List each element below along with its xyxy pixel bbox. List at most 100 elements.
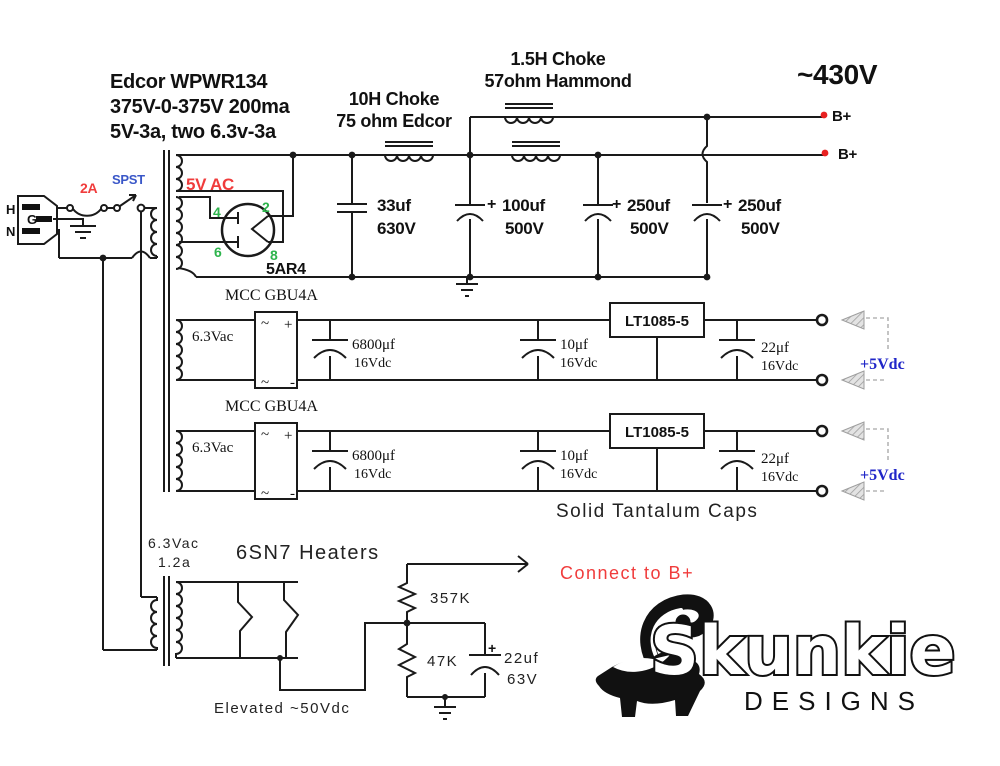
bridge-row1-minus: - <box>290 375 295 391</box>
cap-out-row2-voltage: 16Vdc <box>761 470 798 485</box>
bridge-row2-plus: + <box>284 428 292 444</box>
heater-elements <box>176 581 300 659</box>
cap1-voltage-label: 630V <box>377 219 416 238</box>
main-transformer-symbol <box>150 150 183 492</box>
cap1-value-label: 33uf <box>377 196 411 215</box>
transformer-spec-line1: Edcor WPWR134 <box>110 71 268 93</box>
cap4-voltage-label: 500V <box>741 219 780 238</box>
filter-cap-250uf-1-symbol <box>583 155 613 277</box>
divider-357k-symbol <box>396 555 529 623</box>
winding-5v-label: 5V AC <box>186 175 234 194</box>
heater-section-title: 6SN7 Heaters <box>236 542 380 564</box>
bridge-row2-minus: - <box>290 486 295 502</box>
bias-cap-22uf-symbol <box>469 623 501 697</box>
choke2-label-line1: 1.5H Choke <box>510 49 605 69</box>
cap-mid-row1-voltage: 16Vdc <box>560 356 597 371</box>
tube-pin6-label: 6 <box>214 244 222 260</box>
bridge-row1-ac-top: ~ <box>261 316 269 332</box>
plug-pin-hot-label: H <box>6 202 15 217</box>
bplus-top-label: B+ <box>832 108 852 125</box>
filter-cap-33uf-symbol <box>337 155 367 277</box>
cap3-voltage-label: 500V <box>630 219 669 238</box>
plug-pin-ground-label: G <box>27 212 37 227</box>
cap2-polarity-mark: + <box>487 196 496 213</box>
resistor-47k-label: 47K <box>427 653 458 670</box>
cap-in-row2-value: 6800μf <box>352 448 395 464</box>
switch-type-label: SPST <box>112 172 145 187</box>
output-row1-label: +5Vdc <box>860 356 905 373</box>
bridge-part-row2-label: MCC GBU4A <box>225 398 318 415</box>
output-voltage-label: ~430V <box>797 59 878 90</box>
cap3-polarity-mark: + <box>612 196 621 213</box>
bridge-rectifier-row2 <box>254 422 298 500</box>
winding-row1-label: 6.3Vac <box>192 329 234 345</box>
output-arrow-row1-top <box>840 310 865 330</box>
logo-tagline-text: DESIGNS <box>744 686 924 716</box>
cap-mid-row2-value: 10μf <box>560 448 588 464</box>
bridge-row2-ac-top: ~ <box>261 427 269 443</box>
choke1-label-line2: 75 ohm Edcor <box>336 111 452 131</box>
cap2-voltage-label: 500V <box>505 219 544 238</box>
tube-pin8-label: 8 <box>270 247 278 263</box>
choke-10h-symbol <box>384 141 434 162</box>
cap4-value-label: 250uf <box>738 196 782 215</box>
logo-brand-text: Skunkie <box>650 612 956 691</box>
winding-row2-label: 6.3Vac <box>192 440 234 456</box>
choke-1p5h-symbol <box>504 103 561 162</box>
bridge-row2-ac-bottom: ~ <box>261 486 269 502</box>
mains-ground <box>53 218 96 239</box>
rectifier-tube-symbol <box>176 151 297 278</box>
regulator-row1-label: LT1085-5 <box>625 313 689 330</box>
hv-ground-rail <box>196 113 711 297</box>
divider-47k-symbol <box>396 623 485 720</box>
plug-pin-neutral-label: N <box>6 224 15 239</box>
dc5-row1-wiring <box>177 302 889 390</box>
bridge-part-row1-label: MCC GBU4A <box>225 287 318 304</box>
regulator-row2-label: LT1085-5 <box>625 424 689 441</box>
cap-mid-row2-voltage: 16Vdc <box>560 467 597 482</box>
heater-winding-voltage-label: 6.3Vac <box>148 535 200 551</box>
bias-cap-polarity-mark: + <box>488 640 496 656</box>
bplus-terminals <box>820 111 829 157</box>
cap4-polarity-mark: + <box>723 196 732 213</box>
cap-out-row1-voltage: 16Vdc <box>761 359 798 374</box>
heater-transformer-symbol <box>150 576 183 666</box>
skunkie-logo-art <box>595 594 714 717</box>
heater-winding-current-label: 1.2a <box>158 554 191 570</box>
filter-cap-100uf-symbol <box>455 155 485 277</box>
resistor-357k-label: 357K <box>430 590 471 607</box>
ac-plug-symbol <box>17 195 58 245</box>
tube-pin2-label: 2 <box>262 199 270 215</box>
bias-cap-voltage-label: 63V <box>507 671 538 688</box>
fuse-and-switch <box>57 194 157 217</box>
mains-wiring <box>57 212 158 651</box>
dc5-row2-wiring <box>177 413 889 501</box>
bridge-row1-plus: + <box>284 317 292 333</box>
elevated-note: Elevated ~50Vdc <box>214 700 350 717</box>
cap-out-row1-value: 22μf <box>761 340 789 356</box>
output-row2-label: +5Vdc <box>860 467 905 484</box>
output-arrow-row2-bottom <box>840 481 865 501</box>
choke2-label-line2: 57ohm Hammond <box>484 71 631 91</box>
cap2-value-label: 100uf <box>502 196 546 215</box>
cap-out-row2-value: 22μf <box>761 451 789 467</box>
cap3-value-label: 250uf <box>627 196 671 215</box>
bplus-bottom-label: B+ <box>838 146 858 163</box>
choke1-label-line1: 10H Choke <box>349 89 440 109</box>
transformer-spec-line3: 5V-3a, two 6.3v-3a <box>110 121 277 143</box>
filter-cap-250uf-2-symbol <box>692 204 722 277</box>
cap-in-row2-voltage: 16Vdc <box>354 467 391 482</box>
cap-in-row1-voltage: 16Vdc <box>354 356 391 371</box>
tube-pin4-label: 4 <box>213 204 221 220</box>
output-arrow-row1-bottom <box>840 370 865 390</box>
fuse-rating-label: 2A <box>80 180 97 196</box>
bridge-rectifier-row1 <box>254 311 298 389</box>
bridge-row1-ac-bottom: ~ <box>261 375 269 391</box>
output-arrow-row2-top <box>840 421 865 441</box>
cap-mid-row1-value: 10μf <box>560 337 588 353</box>
bias-cap-value-label: 22uf <box>504 650 539 667</box>
tantalum-note: Solid Tantalum Caps <box>556 501 758 522</box>
cap-in-row1-value: 6800μf <box>352 337 395 353</box>
